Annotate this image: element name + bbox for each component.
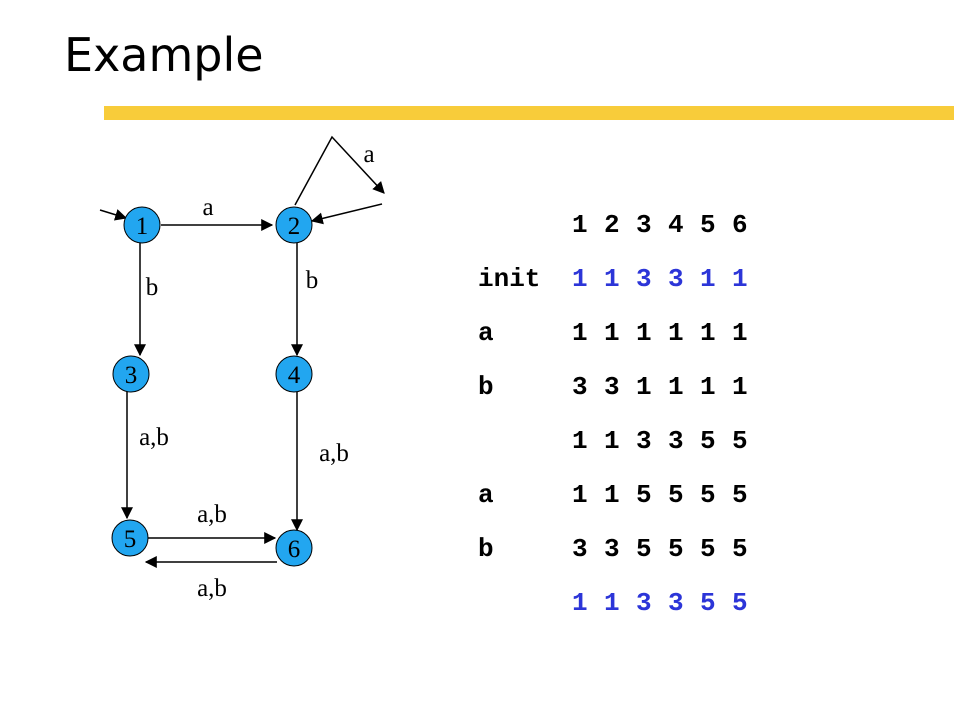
partition-table: 1 2 3 4 5 6 init 1 1 3 3 1 1 a 1 1 1 1 1… <box>478 198 764 630</box>
cell: 5 <box>636 534 652 564</box>
cell: 5 <box>700 588 716 618</box>
cell: 1 <box>604 318 620 348</box>
cell: 1 <box>572 588 588 618</box>
cell: 3 <box>636 588 652 618</box>
cell: 1 <box>636 318 652 348</box>
row-label: a <box>478 480 494 510</box>
cell: 1 <box>604 588 620 618</box>
edge-label-3-5: a,b <box>139 424 169 451</box>
cell: 3 <box>668 264 684 294</box>
cell: 2 <box>604 210 620 240</box>
cell: 3 <box>668 588 684 618</box>
cell: 1 <box>572 264 588 294</box>
row-label <box>478 198 572 252</box>
node-3: 3 <box>112 355 150 393</box>
cell: 1 <box>700 264 716 294</box>
cell: 3 <box>604 534 620 564</box>
table-row: a 1 1 1 1 1 1 <box>478 306 764 360</box>
row-label: b <box>478 372 494 402</box>
edge-label-2-2: a <box>363 141 374 168</box>
cell: 3 <box>604 372 620 402</box>
row-label: b <box>478 534 494 564</box>
node-label-4: 4 <box>288 362 301 389</box>
table-row: 1 2 3 4 5 6 <box>478 198 764 252</box>
cell: 6 <box>732 210 748 240</box>
node-label-6: 6 <box>288 536 301 563</box>
cell: 3 <box>572 534 588 564</box>
cell: 5 <box>636 480 652 510</box>
node-4: 4 <box>275 355 313 393</box>
node-label-1: 1 <box>136 213 149 240</box>
cell: 1 <box>700 318 716 348</box>
cell: 5 <box>732 426 748 456</box>
node-2: 2 <box>275 206 313 244</box>
cell: 1 <box>668 372 684 402</box>
edge-label-1-2: a <box>202 194 213 221</box>
cell: 5 <box>700 534 716 564</box>
cell: 4 <box>668 210 684 240</box>
cell: 3 <box>572 372 588 402</box>
edge-start-1 <box>99 209 128 221</box>
cell: 1 <box>604 426 620 456</box>
cell: 3 <box>636 426 652 456</box>
cell: 5 <box>732 480 748 510</box>
title-underline <box>104 106 954 120</box>
cell: 1 <box>604 480 620 510</box>
slide-title: Example <box>64 28 264 82</box>
cell: 1 <box>636 372 652 402</box>
table-row: 1 1 3 3 5 5 <box>478 576 764 630</box>
row-label: a <box>478 318 494 348</box>
cell: 1 <box>604 264 620 294</box>
table-row: 1 1 3 3 5 5 <box>478 414 764 468</box>
table-row: b 3 3 1 1 1 1 <box>478 360 764 414</box>
edge-2-2-loop <box>294 135 385 206</box>
row-label <box>478 576 572 630</box>
cell: 1 <box>572 480 588 510</box>
node-label-3: 3 <box>125 362 138 389</box>
row-label <box>478 414 572 468</box>
node-label-5: 5 <box>124 526 137 553</box>
edge-label-2-4: b <box>306 267 319 294</box>
cell: 1 <box>572 210 588 240</box>
cell: 5 <box>668 534 684 564</box>
cell: 1 <box>732 264 748 294</box>
cell: 5 <box>732 588 748 618</box>
cell: 5 <box>700 210 716 240</box>
cell: 1 <box>732 318 748 348</box>
cell: 1 <box>668 318 684 348</box>
cell: 1 <box>700 372 716 402</box>
node-5: 5 <box>111 519 149 557</box>
node-6: 6 <box>275 529 313 567</box>
cell: 3 <box>636 264 652 294</box>
cell: 3 <box>668 426 684 456</box>
edge-label-6-5: a,b <box>197 575 227 602</box>
edge-label-1-3: b <box>146 274 159 301</box>
table-row: b 3 3 5 5 5 5 <box>478 522 764 576</box>
cell: 5 <box>700 480 716 510</box>
cell: 1 <box>572 318 588 348</box>
edge-label-5-6: a,b <box>197 501 227 528</box>
cell: 5 <box>732 534 748 564</box>
cell: 1 <box>572 426 588 456</box>
edge-label-4-6: a,b <box>319 440 349 467</box>
row-label: init <box>478 264 541 294</box>
table-row: a 1 1 5 5 5 5 <box>478 468 764 522</box>
node-1: 1 <box>123 206 161 244</box>
cell: 1 <box>732 372 748 402</box>
node-label-2: 2 <box>288 213 301 240</box>
edge-2-2-return <box>310 203 383 225</box>
cell: 5 <box>668 480 684 510</box>
table-row: init 1 1 3 3 1 1 <box>478 252 764 306</box>
cell: 5 <box>700 426 716 456</box>
cell: 3 <box>636 210 652 240</box>
